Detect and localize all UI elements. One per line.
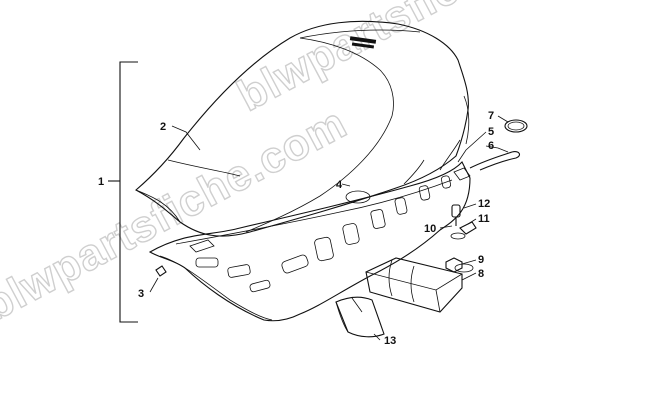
clip-part-6: [469, 151, 521, 171]
callout-13: 13: [384, 335, 396, 347]
callout-6: 6: [488, 140, 494, 152]
callout-11: 11: [478, 213, 490, 225]
latch-part-5: [453, 167, 471, 181]
foam-strip-part-13: [335, 296, 385, 338]
callout-10: 10: [424, 223, 436, 235]
callout-4: 4: [336, 179, 343, 191]
callout-7: 7: [488, 110, 494, 122]
callout-labels: 1 2 3 4 5 6 7 8 9 10 11 12 13: [98, 110, 494, 347]
seat-base-pan: [148, 161, 471, 322]
watermark-bottom: blwpartsfiche.com: [0, 98, 355, 331]
retaining-ring-part-7: [504, 119, 528, 133]
decal-part-4: [345, 190, 371, 204]
nut-part-9: [445, 257, 463, 273]
callout-2: 2: [160, 121, 166, 133]
foam-block-part-8: [365, 257, 463, 313]
seat-cover: [135, 20, 470, 237]
callout-1: 1: [98, 176, 104, 188]
assembly-bracket: [108, 61, 138, 323]
latch-pin-assembly: [450, 204, 477, 273]
watermark-group: blwpartsfiche.com blwpartsfiche.com: [0, 0, 609, 332]
watermark-top: blwpartsfiche.com: [230, 0, 609, 121]
leader-lines: [149, 115, 509, 341]
callout-12: 12: [478, 198, 490, 210]
callout-5: 5: [488, 126, 494, 138]
callout-8: 8: [478, 268, 484, 280]
clip-part-3: [155, 265, 167, 277]
callout-9: 9: [478, 254, 484, 266]
callout-3: 3: [138, 288, 144, 300]
